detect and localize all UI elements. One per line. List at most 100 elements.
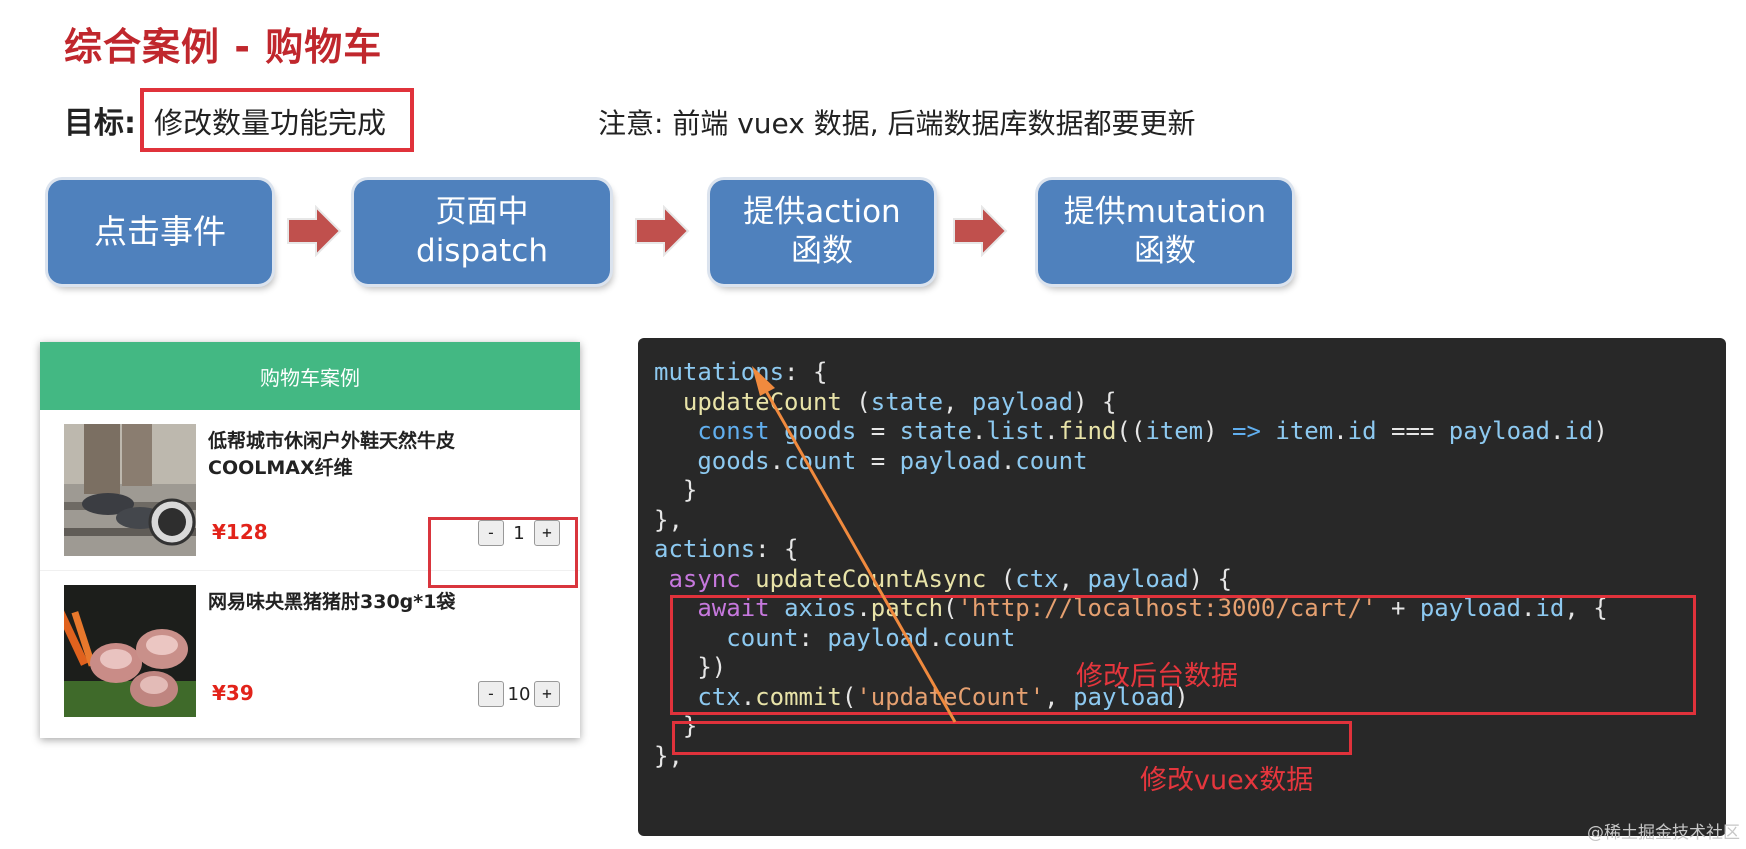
flow-step-line: 函数 — [1134, 233, 1196, 269]
code-line: async updateCountAsync (ctx, payload) { — [654, 563, 1232, 595]
product-name: 网易味央黑猪猪肘330g*1袋 — [208, 591, 456, 613]
quantity-stepper: - 1 + — [478, 520, 560, 546]
flow-arrow-icon — [287, 205, 342, 257]
code-token: , { — [1564, 594, 1608, 622]
flow-step-mutation: 提供mutation 函数 — [1038, 180, 1292, 284]
code-token: count — [1015, 446, 1088, 475]
code-token: await — [697, 594, 770, 622]
note-text: 注意: 前端 vuex 数据, 后端数据库数据都要更新 — [598, 107, 1196, 140]
flow-step-line: 提供action — [743, 194, 901, 231]
flow-step-action: 提供action 函数 — [710, 180, 934, 284]
code-token — [654, 417, 697, 445]
quantity-value: 10 — [507, 683, 531, 705]
cart-header: 购物车案例 — [40, 342, 580, 410]
code-token: + — [1376, 594, 1420, 622]
code-token: . — [740, 682, 756, 711]
code-token — [654, 565, 668, 593]
product-price: ¥128 — [212, 520, 268, 544]
increment-button[interactable]: + — [534, 520, 560, 546]
code-line: actions: { — [654, 533, 799, 565]
code-token: id — [1535, 594, 1565, 622]
code-token: , — [1058, 564, 1088, 593]
code-token: }, — [654, 505, 683, 534]
code-token: 'http://localhost:3000/cart/' — [957, 594, 1377, 622]
code-token: }, — [654, 741, 683, 770]
code-token: === — [1376, 417, 1449, 445]
code-token: ) — [1174, 682, 1189, 711]
code-token — [654, 388, 683, 416]
code-token: ) { — [1073, 387, 1117, 416]
product-image-shoes — [64, 424, 196, 556]
code-token — [741, 565, 755, 593]
code-token: ctx — [1015, 564, 1059, 593]
code-token: updateCountAsync — [755, 564, 987, 593]
code-token: } — [654, 712, 698, 740]
flow-step-line: 点击事件 — [94, 212, 226, 252]
cart-item: 低帮城市休闲户外鞋天然牛皮COOLMAX纤维 ¥128 - 1 + — [40, 410, 580, 570]
code-token: . — [1000, 446, 1016, 475]
decrement-button[interactable]: - — [478, 520, 504, 546]
flow-arrow-icon — [953, 205, 1008, 257]
product-image-pork — [64, 585, 196, 717]
code-token: . — [1549, 417, 1565, 445]
code-token: = — [856, 417, 900, 445]
code-line: goods.count = payload.count — [654, 445, 1088, 477]
code-line: updateCount (state, payload) { — [654, 386, 1117, 418]
code-token: (( — [1116, 417, 1146, 445]
code-token: actions — [654, 535, 756, 563]
code-token — [654, 447, 697, 475]
code-token: , — [1044, 682, 1074, 711]
code-line: mutations: { — [654, 356, 827, 388]
code-token: : { — [755, 535, 799, 563]
flow-arrow-icon — [635, 205, 690, 257]
code-token: list — [986, 417, 1045, 445]
stepper-highlight-box — [428, 517, 578, 588]
flow-step-click-event: 点击事件 — [48, 180, 272, 284]
quantity-stepper: - 10 + — [478, 681, 560, 707]
code-token: find — [1058, 417, 1117, 445]
code-token: mutations — [654, 358, 785, 386]
code-token: payload — [1073, 682, 1175, 711]
commit-highlight-box — [672, 721, 1352, 755]
code-token: payload — [1419, 594, 1522, 622]
annotation-backend: 修改后台数据 — [1076, 661, 1238, 692]
goal-highlight-box — [140, 88, 414, 152]
code-token: count — [784, 446, 857, 475]
code-token: goods — [784, 417, 857, 445]
code-token: goods — [697, 446, 770, 475]
annotation-vuex: 修改vuex数据 — [1140, 765, 1314, 796]
code-token: item — [1275, 417, 1334, 445]
code-token: } — [654, 476, 698, 504]
code-token: payload — [971, 387, 1074, 416]
flow-step-line: dispatch — [416, 233, 548, 269]
code-token: ( — [986, 564, 1016, 593]
code-line: } — [654, 710, 697, 742]
code-token: state — [870, 387, 944, 416]
flow-step-line: 函数 — [791, 233, 853, 269]
decrement-button[interactable]: - — [478, 681, 504, 707]
code-token: . — [769, 446, 785, 475]
code-token: state — [899, 417, 972, 445]
goal-text: 修改数量功能完成 — [154, 106, 387, 140]
code-token: ) { — [1188, 564, 1233, 593]
code-line: } — [654, 474, 697, 506]
watermark: @稀土掘金技术社区 — [1587, 823, 1740, 843]
code-token: : { — [784, 358, 828, 386]
code-token: ) — [1203, 417, 1233, 445]
code-token: = — [856, 446, 900, 475]
increment-button[interactable]: + — [534, 681, 560, 707]
code-token: id — [1564, 417, 1594, 445]
code-line: }) — [654, 651, 726, 683]
code-token: ( — [841, 387, 871, 416]
code-token: , — [943, 387, 972, 416]
code-token: payload — [1448, 417, 1550, 445]
code-token: ) — [1593, 417, 1608, 445]
code-line: }, — [654, 740, 683, 772]
product-name: 低帮城市休闲户外鞋天然牛皮COOLMAX纤维 — [208, 430, 456, 479]
code-line: const goods = state.list.find((item) => … — [654, 415, 1608, 447]
code-token: ctx — [697, 682, 741, 711]
code-token: updateCount — [682, 387, 842, 416]
code-token: const — [697, 417, 770, 445]
goal-label: 目标: — [64, 106, 136, 141]
code-token: . — [971, 417, 987, 445]
